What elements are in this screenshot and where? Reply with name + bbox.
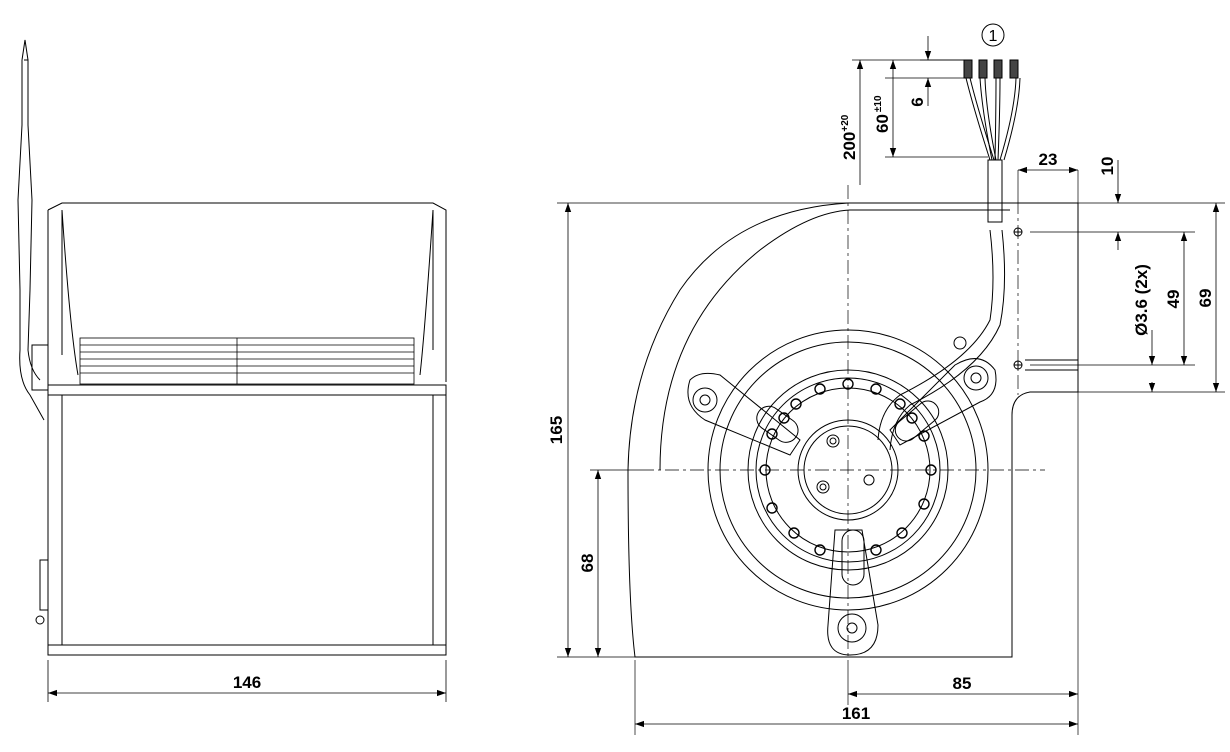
side-housing-body <box>47 384 447 656</box>
side-cable <box>17 59 33 351</box>
extension-lines <box>557 59 1225 735</box>
dim-85-label: 85 <box>953 674 972 693</box>
dim-165-label: 165 <box>547 416 566 444</box>
side-view <box>17 39 447 656</box>
dim-23-label: 23 <box>1039 150 1058 169</box>
center-lines <box>640 185 1045 665</box>
side-housing-inner <box>61 209 434 376</box>
callout-1: 1 <box>981 23 1005 47</box>
dim-hole-label: Ø3.6 (2x) <box>1132 264 1151 336</box>
dim-10-label: 10 <box>1098 157 1117 176</box>
mount-lug-left <box>687 372 801 456</box>
svg-text:200+20: 200+20 <box>840 114 859 160</box>
dim-49-label: 49 <box>1164 290 1183 309</box>
mount-lug-right <box>889 358 997 446</box>
dim-69-label: 69 <box>1196 289 1215 308</box>
dim-146: 146 <box>47 660 447 702</box>
dim-146-label: 146 <box>233 673 261 692</box>
dim-68-label: 68 <box>578 554 597 573</box>
front-view <box>627 159 1079 658</box>
impeller-blades <box>79 337 415 385</box>
cable-wires <box>963 59 1021 161</box>
dim-6-label: 6 <box>908 97 927 106</box>
dim-60-label: 60±10 <box>873 95 892 133</box>
dim-161-label: 161 <box>842 704 870 723</box>
dim-200-label: 200+20 <box>840 114 859 160</box>
callout-1-label: 1 <box>989 28 998 45</box>
front-cable <box>877 229 1006 451</box>
side-housing-top <box>47 202 447 382</box>
svg-text:60±10: 60±10 <box>873 95 892 133</box>
scroll-housing-inner <box>659 209 1010 471</box>
dimension-lines <box>564 36 1220 728</box>
scroll-housing <box>627 202 1079 658</box>
mount-lug-bottom <box>827 529 879 656</box>
